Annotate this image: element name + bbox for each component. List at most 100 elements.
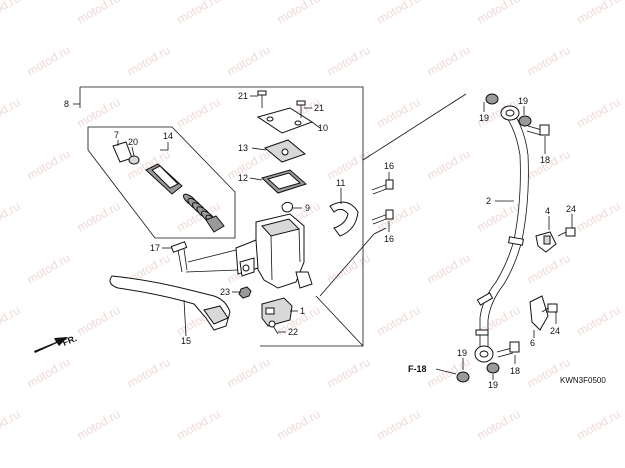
washer-19-lower-left	[456, 371, 470, 383]
watermark-text: motod.ru	[375, 303, 423, 339]
watermark-text: motod.ru	[25, 43, 73, 79]
callout-16b: 16	[384, 234, 394, 244]
watermark-text: motod.ru	[375, 0, 423, 27]
bolt-24-lower	[541, 303, 558, 313]
hose-clamp-6	[529, 295, 549, 331]
watermark-text: motod.ru	[375, 407, 423, 443]
callout-19d: 19	[488, 380, 498, 390]
watermark-text: motod.ru	[25, 251, 73, 287]
screw-22	[268, 320, 279, 335]
watermark-text: motod.ru	[75, 0, 123, 27]
pivot-bolt-17	[170, 241, 188, 273]
assembly-frame-8	[80, 86, 364, 347]
callout-22: 22	[288, 327, 298, 337]
callout-19b: 19	[518, 96, 528, 106]
front-direction-arrow: FR.	[34, 333, 78, 353]
watermark-text: motod.ru	[525, 355, 573, 391]
master-cylinder-body	[235, 213, 313, 289]
watermark-text: motod.ru	[0, 0, 23, 27]
callout-10: 10	[318, 123, 328, 133]
watermark-text: motod.ru	[75, 95, 123, 131]
callout-9: 9	[305, 203, 310, 213]
piston-cup	[205, 215, 225, 233]
watermark-text: motod.ru	[425, 251, 473, 287]
watermark-text: motod.ru	[325, 43, 373, 79]
hose-clamp-4	[535, 231, 557, 253]
banjo-bolt-18-upper	[526, 124, 550, 136]
watermark-text: motod.ru	[175, 407, 223, 443]
watermark-text: motod.ru	[75, 303, 123, 339]
watermark-text: motod.ru	[575, 0, 623, 27]
piston-rod	[145, 163, 183, 195]
lever-adjuster	[203, 305, 229, 325]
callout-15: 15	[181, 336, 191, 346]
bolt-16-upper	[371, 179, 394, 195]
watermark-text: motod.ru	[225, 355, 273, 391]
watermark-text: motod.ru	[425, 147, 473, 183]
callout-6: 6	[530, 338, 535, 348]
banjo-bolt-18-lower	[496, 341, 520, 358]
plate-hole	[281, 148, 289, 156]
piston-kit-frame-14	[87, 126, 236, 239]
watermark-text: motod.ru	[0, 199, 23, 235]
callout-16a: 16	[384, 161, 394, 171]
brake-switch	[261, 297, 293, 327]
watermark-text: motod.ru	[0, 95, 23, 131]
watermark-text: motod.ru	[25, 355, 73, 391]
hose-banjo-lower	[474, 345, 494, 363]
callout-19c: 19	[457, 348, 467, 358]
callout-1: 1	[300, 306, 305, 316]
callout-21a: 21	[238, 91, 248, 101]
callout-7: 7	[114, 130, 119, 140]
watermark-text: motod.ru	[575, 199, 623, 235]
bolt-24-upper	[557, 227, 576, 237]
diagram-code: KWN3F0500	[560, 376, 606, 385]
watermark-text: motod.ru	[425, 43, 473, 79]
watermark-text: motod.ru	[75, 199, 123, 235]
washer-19-lower-right	[486, 362, 500, 374]
brake-hose	[475, 111, 529, 348]
callout-2: 2	[486, 196, 491, 206]
cover-screw-hole	[294, 120, 302, 126]
callout-18b: 18	[510, 366, 520, 376]
watermark-text: motod.ru	[525, 251, 573, 287]
watermark-text: motod.ru	[525, 43, 573, 79]
leader-lines	[73, 93, 573, 380]
callout-14: 14	[163, 131, 173, 141]
watermark-text: motod.ru	[325, 147, 373, 183]
reference-label: F-18	[408, 364, 427, 374]
callout-12: 12	[238, 173, 248, 183]
watermark-text: motod.ru	[325, 251, 373, 287]
watermark-text: motod.ru	[575, 407, 623, 443]
diaphragm-inner	[266, 172, 302, 190]
callout-24a: 24	[566, 204, 576, 214]
watermark-text: motod.ru	[225, 43, 273, 79]
front-direction-label: FR.	[61, 333, 78, 348]
callout-4: 4	[545, 206, 550, 216]
watermark-text: motod.ru	[275, 407, 323, 443]
watermark-text: motod.ru	[0, 303, 23, 339]
holder-11	[329, 201, 359, 237]
callout-23: 23	[220, 287, 230, 297]
watermark-text: motod.ru	[475, 199, 523, 235]
watermark-text: motod.ru	[375, 95, 423, 131]
watermark-text: motod.ru	[325, 355, 373, 391]
watermark-text: motod.ru	[25, 147, 73, 183]
hose-banjo-upper	[500, 105, 520, 121]
callout-17: 17	[150, 243, 160, 253]
screw-21-right	[296, 100, 306, 118]
callout-11: 11	[336, 178, 345, 188]
watermark-text: motod.ru	[575, 303, 623, 339]
callout-21b: 21	[314, 103, 324, 113]
washer-19-upper-right	[518, 115, 532, 127]
screw-21-left	[257, 90, 267, 108]
watermark-text: motod.ru	[475, 0, 523, 27]
callout-19a: 19	[479, 113, 489, 123]
callout-13: 13	[238, 143, 248, 153]
brake-lever	[109, 275, 231, 331]
bolt-16-lower	[371, 209, 394, 225]
circlip-20	[128, 155, 140, 165]
watermark-text: motod.ru	[75, 407, 123, 443]
